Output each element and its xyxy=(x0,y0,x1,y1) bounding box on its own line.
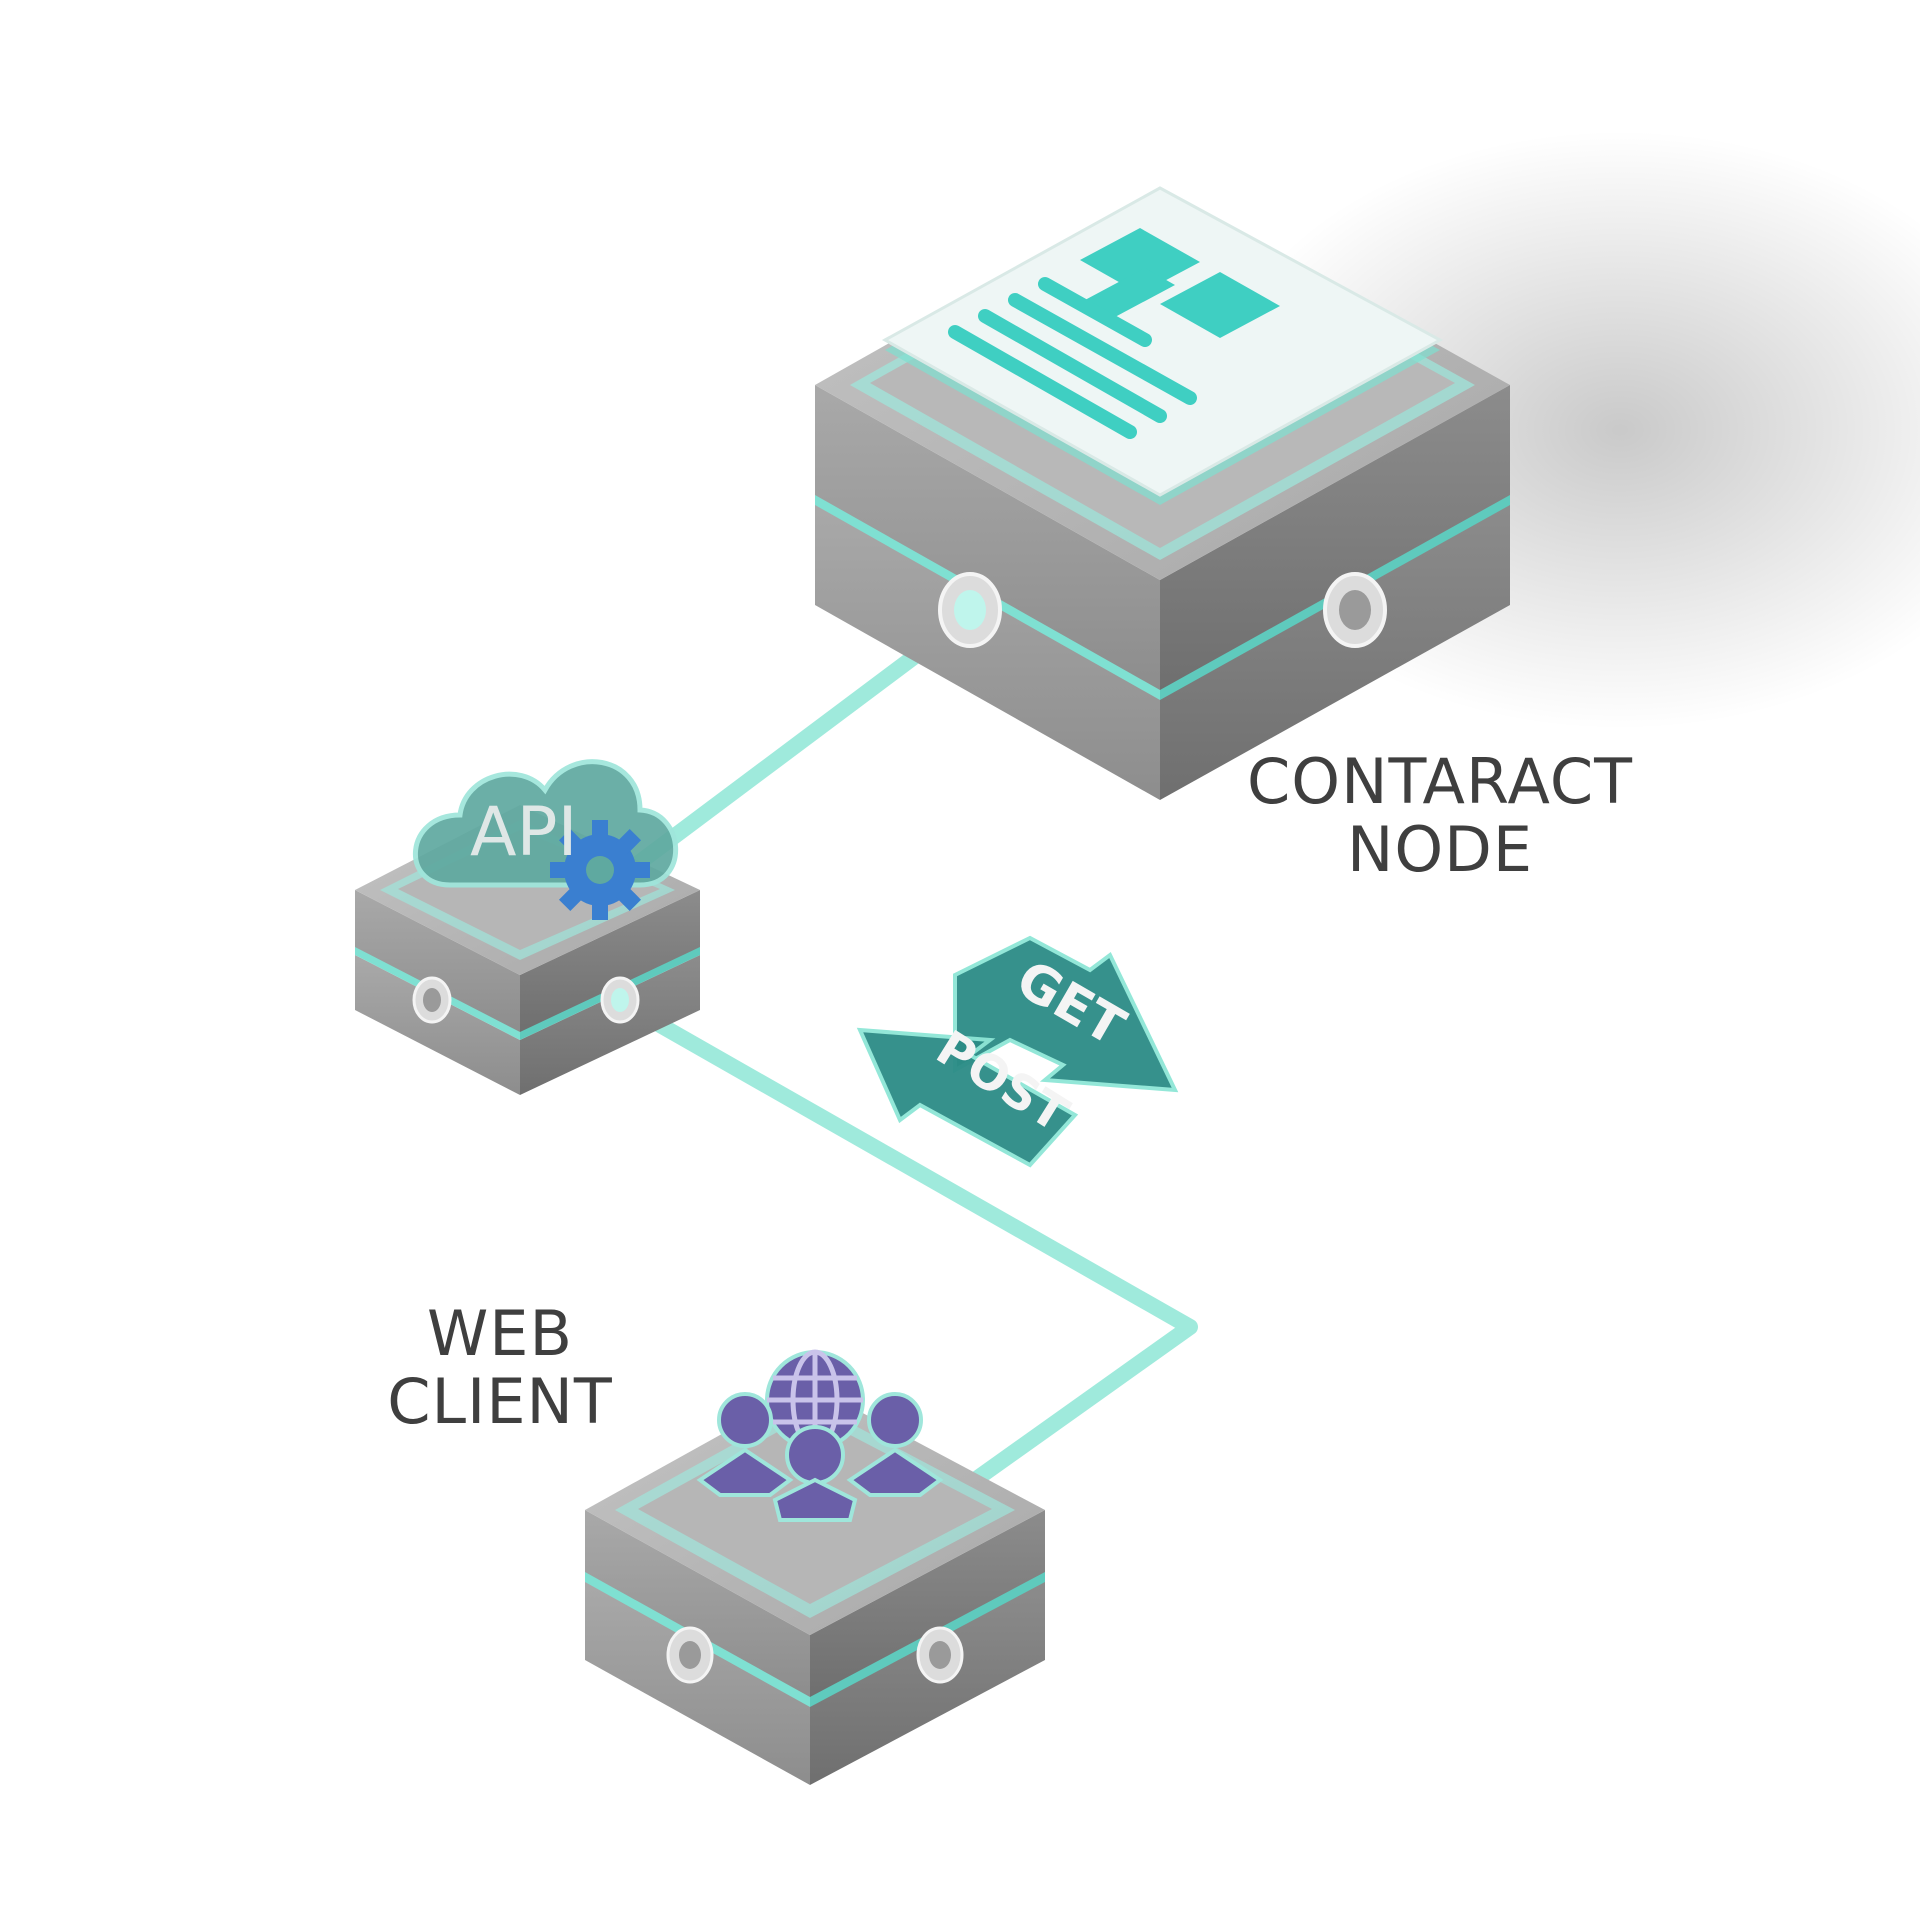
contract-port-right[interactable] xyxy=(1323,572,1387,648)
document-icon xyxy=(881,186,1444,505)
contract-node[interactable] xyxy=(815,186,1510,800)
contract-label-line1: CONTARACT xyxy=(1247,745,1633,818)
client-label-line1: WEB xyxy=(426,1297,573,1370)
client-node-label: WEB CLIENT xyxy=(370,1300,630,1436)
client-label-line2: CLIENT xyxy=(387,1365,613,1438)
client-node[interactable] xyxy=(585,1349,1045,1785)
client-port-left[interactable] xyxy=(666,1626,714,1684)
contract-node-label: CONTARACT NODE xyxy=(1230,748,1650,884)
client-port-right[interactable] xyxy=(916,1626,964,1684)
contract-label-line2: NODE xyxy=(1346,813,1534,886)
api-port-right[interactable] xyxy=(600,976,640,1024)
user-left-icon xyxy=(696,1392,794,1497)
contract-port-left[interactable] xyxy=(938,572,1002,648)
api-port-left[interactable] xyxy=(412,976,452,1024)
cloud-gear-icon xyxy=(413,759,679,920)
users-globe-icon xyxy=(696,1349,944,1522)
user-center-icon xyxy=(772,1425,858,1522)
api-node[interactable] xyxy=(355,759,700,1095)
user-right-icon xyxy=(846,1392,944,1497)
get-arrow: GET xyxy=(953,935,1179,1093)
api-badge-text: API xyxy=(470,793,578,872)
globe-icon xyxy=(765,1349,865,1451)
link-api-client xyxy=(617,997,1198,1488)
